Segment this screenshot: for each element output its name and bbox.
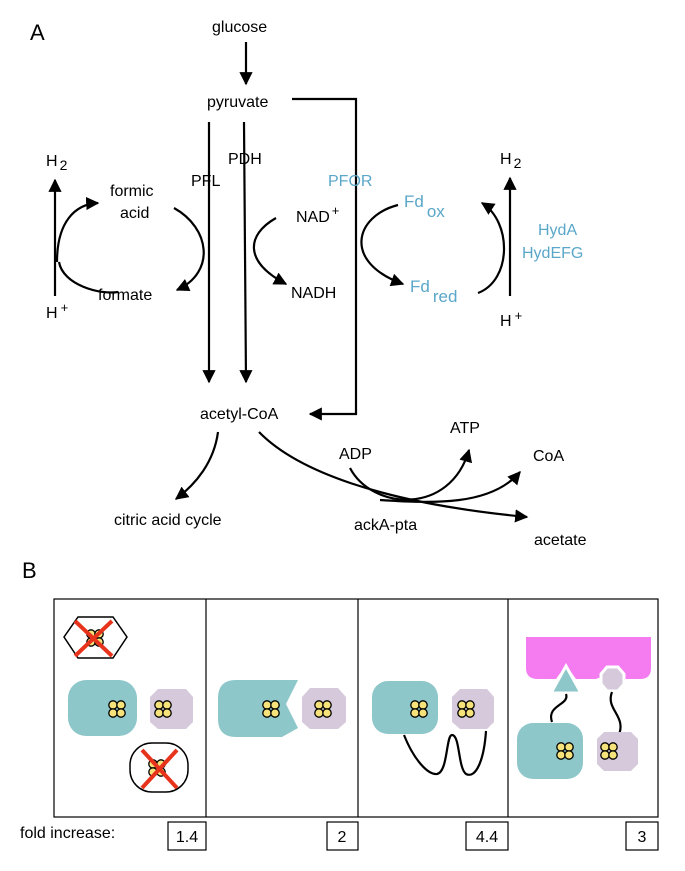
fold-value-box-3: 4.4 [465, 821, 509, 851]
b3-lavender-protein [452, 689, 494, 729]
panel-b-grid [53, 598, 659, 818]
fold-value-box-4: 3 [625, 821, 659, 851]
fold-value-3: 4.4 [476, 829, 498, 846]
b4-linker-right [609, 691, 622, 738]
adp-to-atp-arrow [349, 448, 473, 501]
b2-teal-protein [218, 680, 298, 737]
b1-teal-protein [68, 680, 137, 736]
fold-increase-label: fold increase: [20, 825, 115, 842]
b1-lavender-protein [150, 689, 193, 729]
fd-red-label: Fdred [410, 277, 457, 306]
fold-value-2: 2 [338, 829, 347, 846]
fold-value-1: 1.4 [176, 829, 198, 846]
formic-acid-label-line2: acid [120, 205, 149, 222]
fd-reduction-arc [360, 203, 405, 287]
pdh-label: PDH [228, 151, 262, 168]
b4-teal-protein [517, 723, 583, 779]
panel-b-label: B [22, 558, 37, 583]
to-citric-acid-cycle-arrow [174, 431, 220, 500]
acetyl-coa-label: acetyl-CoA [200, 406, 279, 423]
fold-value-box-2: 2 [326, 821, 359, 851]
b1-crossed-hexagon-protein [63, 616, 128, 659]
fold-value-4: 3 [638, 829, 647, 846]
hplus-right-label: H+ [500, 308, 522, 330]
ackA-pta-label: ackA-pta [354, 517, 417, 534]
left-cycle-arc-top [55, 196, 100, 263]
b3-linker [402, 730, 488, 776]
nad-label: NAD+ [296, 203, 339, 226]
b4-lavender-octagon [599, 665, 626, 693]
pfl-label: PFL [191, 173, 220, 190]
hydefg-label: HydEFG [522, 245, 583, 262]
coa-label: CoA [533, 448, 564, 465]
hplus-left-label: H+ [46, 300, 68, 322]
b4-lavender-protein [597, 732, 638, 771]
pdh-arrow [239, 121, 253, 384]
b4-scaffold [526, 637, 651, 679]
formic-acid-label-line1: formic [110, 183, 154, 200]
nadh-label: NADH [291, 285, 336, 302]
left-cycle-arc-bottom [57, 261, 119, 294]
pfor-arrow [292, 97, 358, 421]
fd-oxidation-arc [477, 202, 506, 295]
acetate-label: acetate [534, 532, 587, 549]
atp-label: ATP [450, 420, 480, 437]
b1-crossed-rounded-protein [129, 742, 189, 793]
b4-teal-triangle [548, 662, 584, 695]
b3-teal-protein [372, 681, 438, 734]
pyruvate-label: pyruvate [207, 94, 268, 111]
b2-lavender-protein [302, 688, 346, 729]
fd-ox-label: Fdox [404, 192, 445, 221]
fold-value-box-1: 1.4 [167, 821, 207, 851]
formate-cycle-arc [173, 207, 205, 292]
hyda-label: HydA [538, 222, 577, 239]
panel-a-label: A [30, 20, 45, 45]
to-acetate-arrow [258, 431, 529, 523]
citric-acid-cycle-label: citric acid cycle [114, 512, 222, 529]
pfor-label: PFOR [328, 173, 372, 190]
to-coa-arrow [379, 470, 521, 503]
nad-to-nadh-arrow [252, 217, 288, 285]
formate-label: formate [98, 287, 152, 304]
glucose-label: glucose [212, 19, 267, 36]
adp-label: ADP [339, 446, 372, 463]
b4-linker-left [549, 693, 568, 723]
